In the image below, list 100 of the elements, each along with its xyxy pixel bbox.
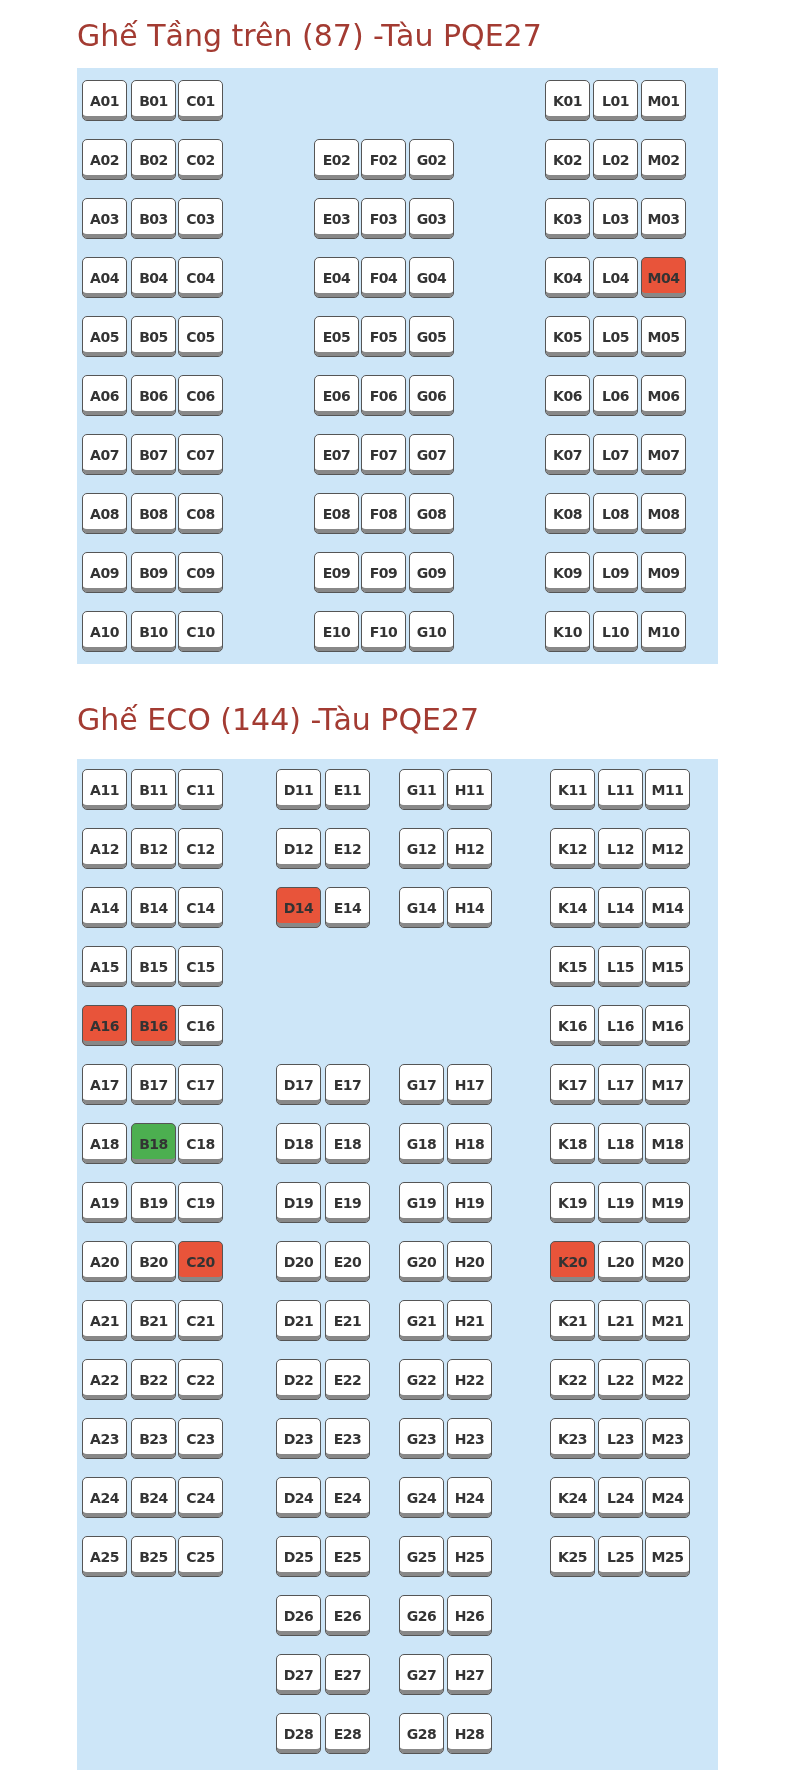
seat: K17 <box>550 1064 595 1105</box>
seat: L04 <box>593 257 638 298</box>
seat: K20 <box>550 1241 595 1282</box>
seat: H23 <box>447 1418 492 1459</box>
seat: E18 <box>325 1123 370 1164</box>
seat: K24 <box>550 1477 595 1518</box>
seat: A03 <box>82 198 127 239</box>
seat: E28 <box>325 1713 370 1754</box>
seat: H12 <box>447 828 492 869</box>
seat: B09 <box>131 552 176 593</box>
seat: E20 <box>325 1241 370 1282</box>
seat: H26 <box>447 1595 492 1636</box>
seat: L25 <box>598 1536 643 1577</box>
seat: B16 <box>131 1005 176 1046</box>
seat: L03 <box>593 198 638 239</box>
seat: A10 <box>82 611 127 652</box>
seat: B19 <box>131 1182 176 1223</box>
seat: L21 <box>598 1300 643 1341</box>
seat: L09 <box>593 552 638 593</box>
seat: K16 <box>550 1005 595 1046</box>
seat: E06 <box>314 375 359 416</box>
seat: M05 <box>641 316 686 357</box>
seat: G14 <box>399 887 444 928</box>
seat: A20 <box>82 1241 127 1282</box>
seat: A24 <box>82 1477 127 1518</box>
seat: D17 <box>276 1064 321 1105</box>
seat: B21 <box>131 1300 176 1341</box>
seat: K22 <box>550 1359 595 1400</box>
seat: L22 <box>598 1359 643 1400</box>
seat: K19 <box>550 1182 595 1223</box>
seat: H28 <box>447 1713 492 1754</box>
seat: D19 <box>276 1182 321 1223</box>
seat: E17 <box>325 1064 370 1105</box>
seat: B02 <box>131 139 176 180</box>
seat: B11 <box>131 769 176 810</box>
seat: D18 <box>276 1123 321 1164</box>
seat: D24 <box>276 1477 321 1518</box>
seat: G22 <box>399 1359 444 1400</box>
seat: D12 <box>276 828 321 869</box>
seat: H18 <box>447 1123 492 1164</box>
seat: C19 <box>178 1182 223 1223</box>
seat: M08 <box>641 493 686 534</box>
seat: G10 <box>409 611 454 652</box>
seat: M03 <box>641 198 686 239</box>
seat: C12 <box>178 828 223 869</box>
seat: C17 <box>178 1064 223 1105</box>
seat: B20 <box>131 1241 176 1282</box>
seat: A11 <box>82 769 127 810</box>
seat: B23 <box>131 1418 176 1459</box>
seat: F03 <box>361 198 406 239</box>
seat: C10 <box>178 611 223 652</box>
seat: A19 <box>82 1182 127 1223</box>
seat: M09 <box>641 552 686 593</box>
seat: B07 <box>131 434 176 475</box>
seat: C09 <box>178 552 223 593</box>
seat: C05 <box>178 316 223 357</box>
seat: H14 <box>447 887 492 928</box>
seat: C11 <box>178 769 223 810</box>
seat: D28 <box>276 1713 321 1754</box>
seat: A08 <box>82 493 127 534</box>
seat: C03 <box>178 198 223 239</box>
seat: D27 <box>276 1654 321 1695</box>
seat: D21 <box>276 1300 321 1341</box>
section-heading: Ghế ECO (144) -Tàu PQE27 <box>77 701 480 739</box>
seat: M12 <box>645 828 690 869</box>
seat: F09 <box>361 552 406 593</box>
seat: G19 <box>399 1182 444 1223</box>
seat: K01 <box>545 80 590 121</box>
seat: L06 <box>593 375 638 416</box>
seat: H21 <box>447 1300 492 1341</box>
seat: G23 <box>399 1418 444 1459</box>
seat: G27 <box>399 1654 444 1695</box>
seat: D20 <box>276 1241 321 1282</box>
seat: K12 <box>550 828 595 869</box>
seat: B14 <box>131 887 176 928</box>
seat: G04 <box>409 257 454 298</box>
seat: B05 <box>131 316 176 357</box>
seat: A15 <box>82 946 127 987</box>
seat: C02 <box>178 139 223 180</box>
seat: B10 <box>131 611 176 652</box>
seat: K07 <box>545 434 590 475</box>
seat: B22 <box>131 1359 176 1400</box>
seat: D23 <box>276 1418 321 1459</box>
seat: B15 <box>131 946 176 987</box>
seat: B17 <box>131 1064 176 1105</box>
seat: C04 <box>178 257 223 298</box>
seat: K15 <box>550 946 595 987</box>
seat: M16 <box>645 1005 690 1046</box>
seat: L12 <box>598 828 643 869</box>
seat: B18 <box>131 1123 176 1164</box>
seat: H11 <box>447 769 492 810</box>
seat: H19 <box>447 1182 492 1223</box>
seat: H24 <box>447 1477 492 1518</box>
seat: E23 <box>325 1418 370 1459</box>
seat: D22 <box>276 1359 321 1400</box>
seat: E25 <box>325 1536 370 1577</box>
seat: F05 <box>361 316 406 357</box>
seat: A05 <box>82 316 127 357</box>
seat: L07 <box>593 434 638 475</box>
seat: G09 <box>409 552 454 593</box>
